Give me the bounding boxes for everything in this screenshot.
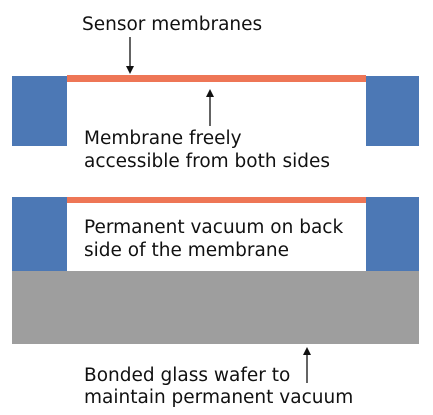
freely-accessible-label-line1: Membrane freely — [84, 128, 242, 149]
top-right-silicon-block — [366, 76, 419, 146]
top-left-silicon-block — [12, 76, 67, 146]
freely-accessible-label-line2: accessible from both sides — [84, 151, 330, 172]
top-sensor-membrane — [67, 75, 366, 82]
bottom-sensor-membrane — [67, 197, 366, 203]
glass-wafer-label-line1: Bonded glass wafer to — [84, 365, 290, 386]
bottom-right-silicon-block — [366, 197, 419, 271]
vacuum-label-line2: side of the membrane — [84, 240, 289, 261]
glass-wafer-label-line2: maintain permanent vacuum — [84, 387, 353, 408]
bottom-left-silicon-block — [12, 197, 67, 271]
bonded-glass-wafer — [12, 271, 419, 344]
vacuum-label-line1: Permanent vacuum on back — [84, 217, 343, 238]
sensor-membranes-label: Sensor membranes — [82, 14, 262, 35]
